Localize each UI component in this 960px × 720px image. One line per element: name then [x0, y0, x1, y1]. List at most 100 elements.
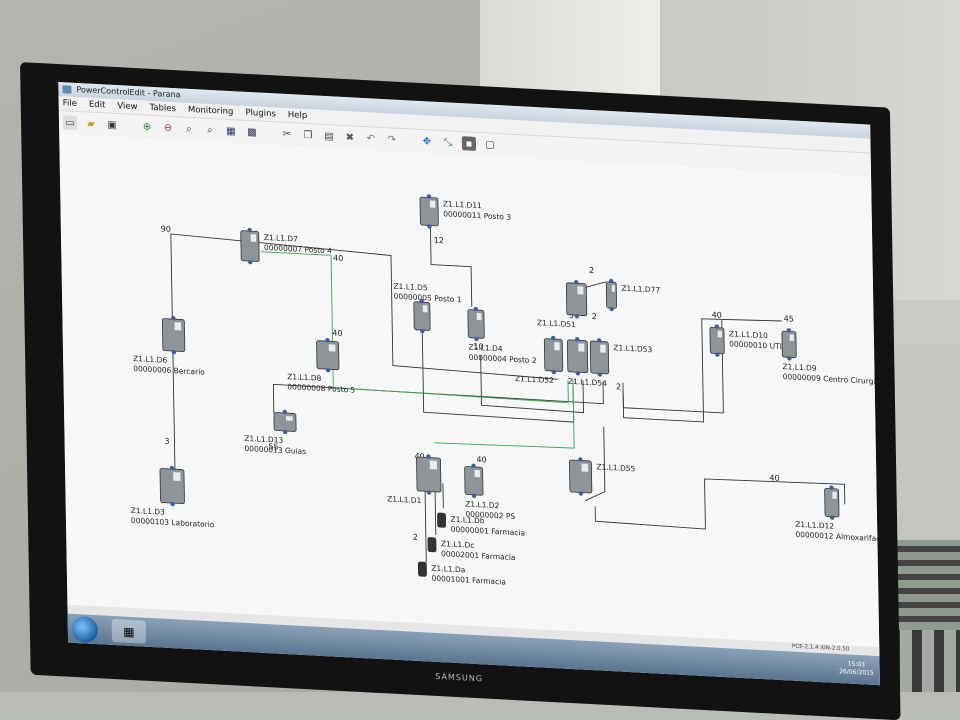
device-display: [612, 285, 615, 292]
menu-plugins[interactable]: Plugins: [245, 108, 276, 120]
taskbar-clock[interactable]: 15:03 26/06/2015: [839, 660, 874, 678]
device-body[interactable]: [428, 537, 436, 551]
device-display: [251, 234, 257, 242]
open-icon[interactable]: ▰: [84, 116, 98, 131]
device-body[interactable]: [825, 488, 839, 517]
device-body[interactable]: [606, 282, 616, 309]
device-serial-label: 00000004 Posto 2: [469, 353, 537, 366]
device-body[interactable]: [416, 457, 441, 492]
move-icon[interactable]: ✥: [420, 134, 434, 149]
device-body[interactable]: [590, 341, 609, 374]
device-id-label: Z1.L1.D54: [568, 377, 607, 388]
device-serial-label: 00000007 Posto 4: [264, 243, 332, 256]
device-body[interactable]: [437, 513, 445, 527]
device-body[interactable]: [569, 460, 592, 493]
menu-monitoring[interactable]: Monitoring: [188, 105, 234, 117]
device-body[interactable]: [782, 331, 796, 358]
grid-dense-icon[interactable]: ▩: [245, 125, 259, 140]
device-id-label: Z1.L1.D52: [515, 374, 554, 385]
menu-edit[interactable]: Edit: [89, 100, 106, 111]
connect-icon[interactable]: ⤡: [441, 135, 455, 150]
screen: PowerControlEdit - Parana File Edit View…: [58, 82, 880, 685]
menu-help[interactable]: Help: [288, 110, 308, 121]
device-serial-label: 00000103 Laboratorio: [131, 516, 215, 529]
device-body[interactable]: [274, 412, 296, 431]
device-display: [600, 344, 606, 352]
device-serial-label: 00002001 Farmacia: [441, 549, 515, 562]
zoom-out-icon[interactable]: ⊖: [161, 120, 175, 135]
device-display: [578, 343, 584, 351]
wire-label: 3: [164, 437, 169, 446]
device-body[interactable]: [162, 319, 185, 352]
device-body[interactable]: [160, 468, 185, 503]
grid-icon[interactable]: ▦: [224, 124, 238, 139]
diagram-canvas[interactable]: 12 90 40 2 5 2 40 45 40 10 3 55 40 40 2 …: [59, 133, 879, 656]
window-title: PowerControlEdit - Parana: [76, 85, 180, 99]
device-serial-label: 00000011 Posto 3: [443, 209, 511, 222]
device-display: [475, 470, 481, 477]
menu-tables[interactable]: Tables: [149, 103, 176, 114]
wire-label: 2: [589, 266, 594, 275]
device-serial-label: 00000013 Guias: [244, 444, 306, 456]
delete-icon[interactable]: ✖: [343, 130, 357, 145]
device-body[interactable]: [710, 327, 724, 354]
device-id-label: Z1.L1.D5: [393, 282, 428, 293]
device-body[interactable]: [414, 302, 430, 331]
device-body[interactable]: [544, 339, 563, 372]
zoom-fit-icon[interactable]: ⌕: [182, 122, 196, 137]
copy-icon[interactable]: ❐: [301, 128, 315, 143]
device-node[interactable]: Z1.L1.D53: [590, 338, 653, 380]
device-serial-label: 00000010 UTI: [729, 339, 782, 351]
device-body[interactable]: [567, 340, 588, 373]
undo-icon[interactable]: ↶: [364, 131, 378, 146]
wire-d54-d9: [622, 315, 724, 413]
zoom-in-icon[interactable]: ⊕: [140, 119, 154, 134]
device-id-label: Z1.L1.D51: [537, 318, 576, 329]
device-body[interactable]: [468, 310, 484, 339]
app-icon: [62, 85, 71, 93]
start-button[interactable]: [72, 616, 98, 643]
device-display: [173, 472, 180, 481]
device-body[interactable]: [420, 197, 438, 226]
zoom-select-icon[interactable]: ⌕: [203, 123, 217, 138]
green-wires: [261, 252, 574, 450]
menu-file[interactable]: File: [63, 98, 77, 109]
menu-view[interactable]: View: [117, 101, 137, 112]
taskbar-app-icon[interactable]: ▦: [112, 619, 146, 644]
device-serial-label: 00000009 Centro Cirurgico: [783, 372, 880, 386]
device-body[interactable]: [241, 231, 260, 262]
wire-label: 40: [332, 328, 342, 338]
device-node[interactable]: Z1.L1.D77: [606, 279, 661, 314]
device-display: [423, 305, 428, 312]
device-id-label: Z1.L1.Db: [450, 515, 485, 526]
device-body[interactable]: [465, 466, 483, 495]
device-body[interactable]: [317, 341, 339, 370]
save-icon[interactable]: ▣: [105, 117, 119, 132]
device-body[interactable]: [418, 562, 426, 576]
window-icon[interactable]: ▢: [483, 137, 497, 152]
device-id-label: Z1.L1.D6: [133, 354, 168, 365]
device-node[interactable]: Z1.L1.D51: [536, 278, 587, 330]
brand-logo: SAMSUNG: [435, 672, 483, 684]
device-body[interactable]: [566, 283, 587, 316]
cut-icon[interactable]: ✂: [280, 127, 294, 142]
network-diagram: 12 90 40 2 5 2 40 45 40 10 3 55 40 40 2 …: [59, 133, 879, 656]
redo-icon[interactable]: ↷: [385, 132, 399, 147]
paste-icon[interactable]: ▤: [322, 129, 336, 144]
select-icon[interactable]: ▪: [462, 136, 476, 151]
new-icon[interactable]: ▭: [63, 115, 77, 130]
